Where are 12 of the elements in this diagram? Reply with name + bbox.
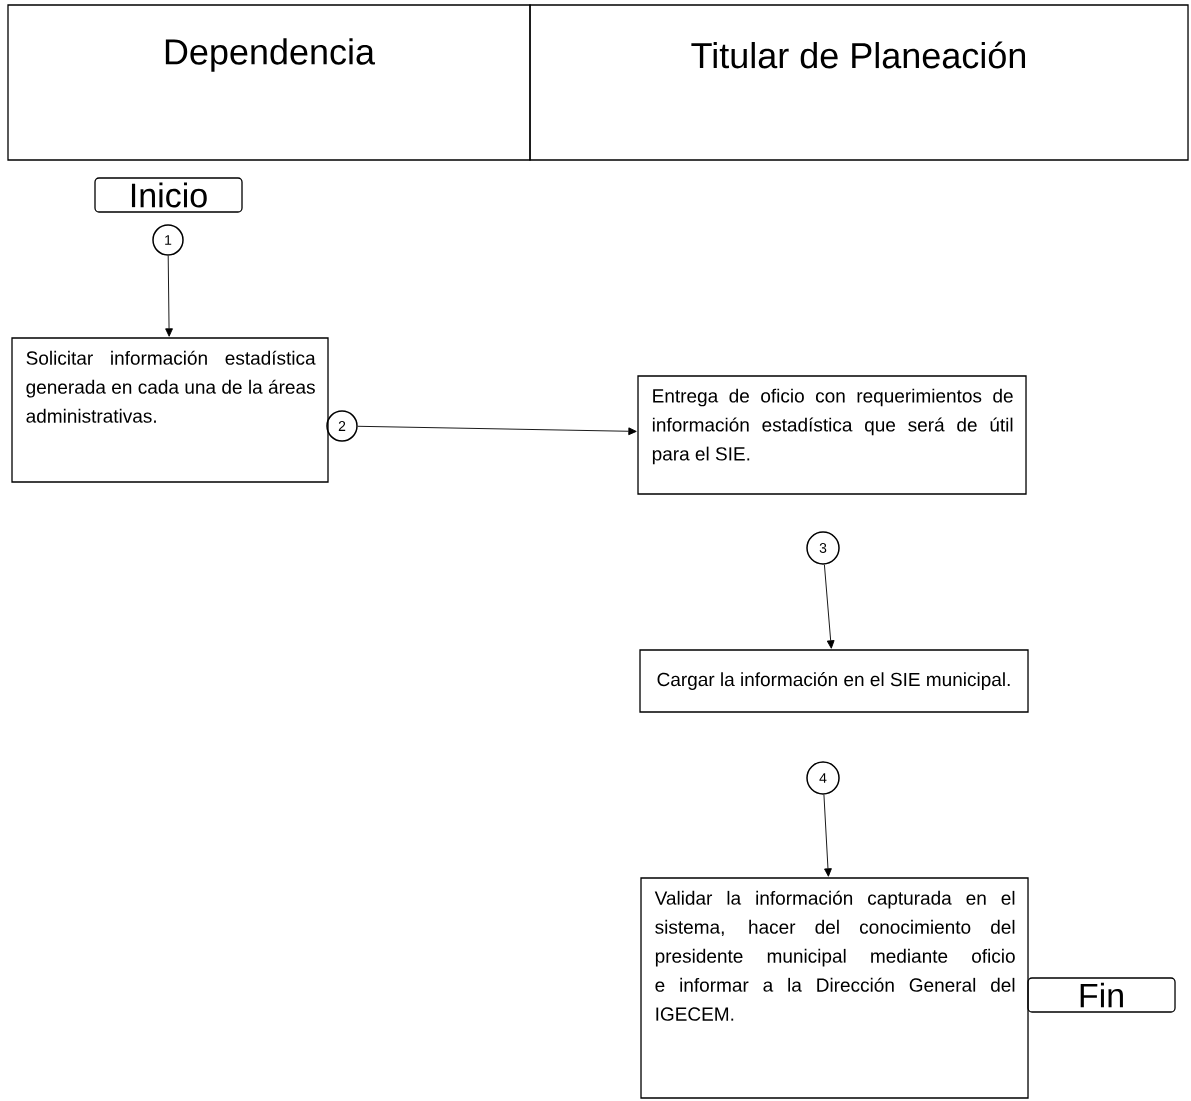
process-box: Validar la información capturada en el sistema, hacer del conocimiento del presidente municipal mediante oficio e informar a la Dirección General del IGECEM.	[640, 877, 1029, 1099]
process-box: Cargar la información en el SIE municipal.	[639, 649, 1029, 713]
process-box: Entrega de oficio con requerimientos de información estadística que será de útil para el SIE.	[637, 375, 1027, 495]
arrow	[823, 794, 832, 877]
lane-header: Titular de Planeación	[529, 4, 1189, 161]
terminal-box: Fin	[1027, 977, 1176, 1013]
arrow	[823, 564, 835, 649]
process-box: Solicitar información estadística generada en cada una de la áreas administrativas.	[11, 337, 329, 483]
lane-header: Dependencia	[7, 4, 531, 161]
terminal-box: Inicio	[94, 177, 243, 213]
arrow	[357, 425, 637, 436]
arrow	[165, 255, 173, 337]
